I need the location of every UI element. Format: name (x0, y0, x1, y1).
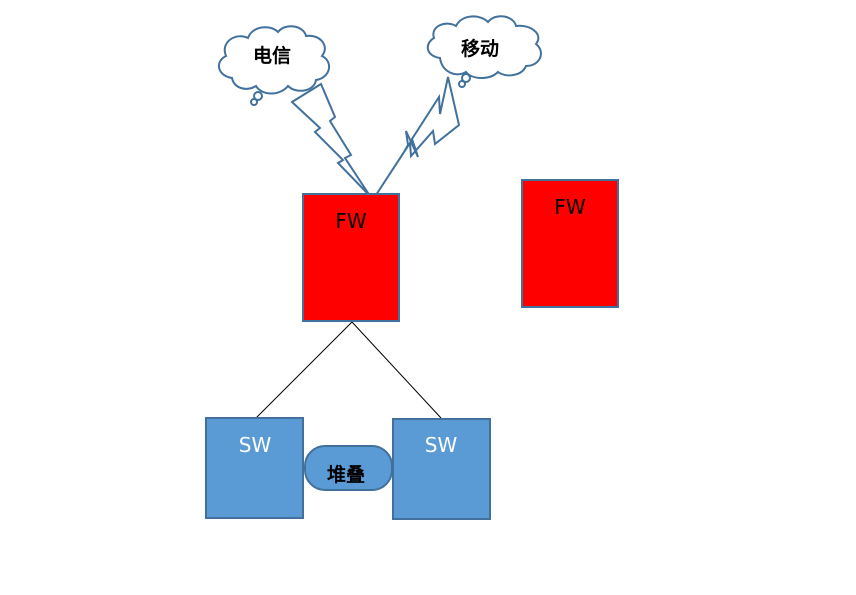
stack-link-label: 堆叠 (327, 463, 365, 486)
switch-2-label: SW (425, 433, 458, 457)
cloud-mobile-label: 移动 (461, 37, 499, 60)
switch-1-box (205, 417, 304, 519)
cloud-telecom[interactable]: 电信 (217, 25, 331, 106)
switch-1-label: SW (239, 433, 272, 457)
firewall-2-label: FW (554, 195, 586, 219)
cloud-mobile-bubble-large (461, 73, 471, 83)
link-fw1-sw2[interactable] (351, 321, 442, 419)
firewall-2[interactable]: FW (521, 179, 619, 308)
switch-2-box (392, 418, 491, 520)
lightning-link-telecom[interactable] (290, 82, 371, 197)
firewall-1[interactable]: FW (302, 193, 400, 322)
cloud-mobile-shape (426, 15, 542, 79)
lightning-link-mobile[interactable] (375, 76, 461, 196)
stack-link[interactable]: 堆叠 (304, 445, 393, 491)
switch-2[interactable]: SW (392, 418, 491, 520)
stack-link-shape (304, 445, 393, 491)
cloud-mobile[interactable]: 移动 (426, 15, 542, 88)
cloud-mobile-bubble-small (458, 80, 466, 88)
firewall-2-box (521, 179, 619, 308)
switch-1[interactable]: SW (205, 417, 304, 519)
link-fw1-sw1[interactable] (255, 321, 353, 419)
cloud-telecom-label: 电信 (253, 44, 291, 67)
firewall-1-label: FW (335, 209, 367, 233)
cloud-telecom-shape (217, 25, 331, 95)
cloud-telecom-bubble-small (250, 98, 258, 106)
firewall-1-box (302, 193, 400, 322)
cloud-telecom-bubble-large (253, 91, 263, 101)
